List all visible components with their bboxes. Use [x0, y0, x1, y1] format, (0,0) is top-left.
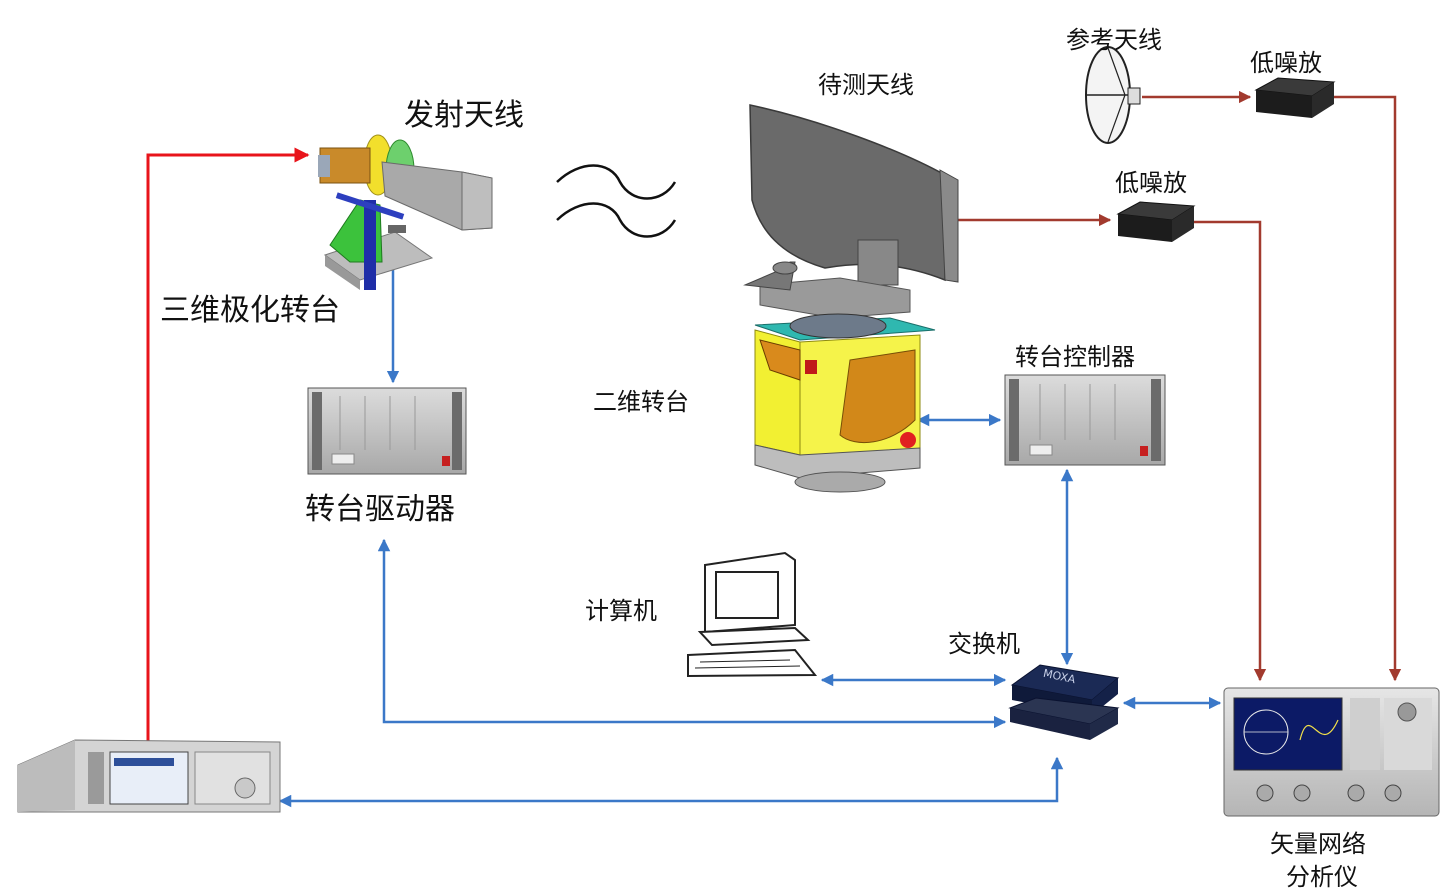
lna-middle-icon — [1116, 201, 1196, 242]
reference-antenna-label: 参考天线 — [1066, 26, 1162, 54]
turntable-controller-rack — [1004, 374, 1166, 466]
vector-network-analyzer-icon — [1223, 687, 1440, 817]
vna-label-line1: 矢量网络 — [1270, 830, 1366, 858]
polar-turntable-3d-label: 三维极化转台 — [160, 293, 340, 328]
lna-top-icon — [1254, 77, 1336, 118]
wave-symbol-upper — [556, 164, 677, 200]
signal-generator-icon — [17, 739, 281, 813]
computer-icon — [687, 551, 818, 678]
antenna-under-test-label: 待测天线 — [818, 71, 914, 99]
rf-line-generator-to-transmitter — [146, 147, 310, 755]
antenna-under-test-icon — [743, 104, 959, 319]
turntable-controller-label: 转台控制器 — [1015, 343, 1135, 371]
lna-top-label: 低噪放 — [1250, 49, 1322, 77]
turntable-2d-icon — [754, 313, 936, 493]
network-switch-icon — [1008, 664, 1120, 740]
reference-antenna-icon — [1085, 46, 1141, 144]
turntable-driver-rack — [307, 387, 467, 475]
lna-middle-label: 低噪放 — [1115, 169, 1187, 197]
vna-label-line2: 分析仪 — [1286, 863, 1358, 891]
switch-label: 交换机 — [948, 630, 1020, 658]
rf-line-lna-mid-to-vna — [1194, 220, 1267, 682]
turntable-2d-label: 二维转台 — [593, 388, 689, 416]
ctrl-line-switch-generator — [278, 756, 1064, 808]
transmit-antenna-turntable-icon — [318, 134, 493, 290]
transmit-antenna-label: 发射天线 — [404, 98, 524, 133]
rf-line-lna-top-to-vna — [1334, 95, 1402, 682]
turntable-driver-label: 转台驱动器 — [305, 492, 455, 527]
computer-label: 计算机 — [585, 597, 657, 625]
ctrl-line-driver-switch — [377, 538, 1007, 729]
wave-symbol-lower — [556, 202, 677, 238]
